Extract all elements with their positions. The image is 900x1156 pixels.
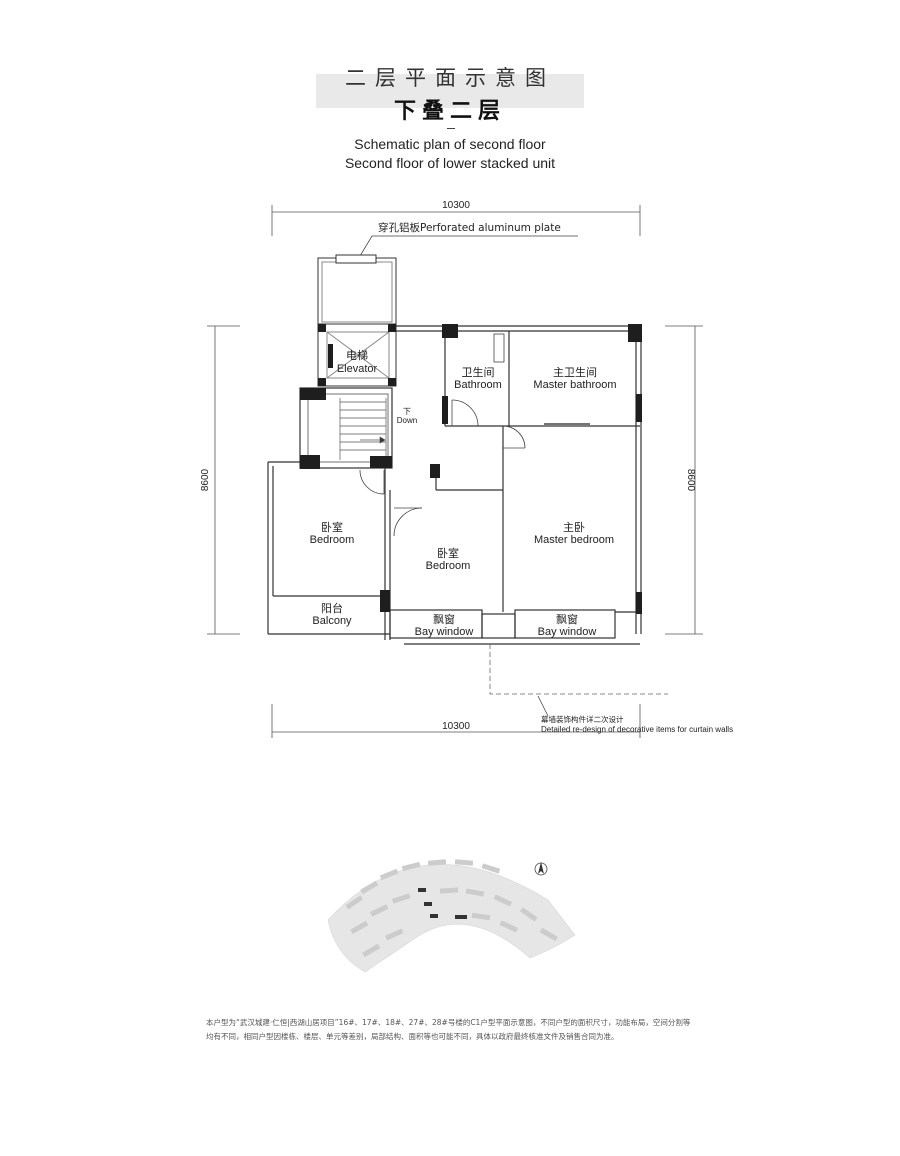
callout-perforated-plate-label: 穿孔铝板Perforated aluminum plate [378,221,561,234]
label-bay-window-right-cn: 飘窗 [556,612,578,626]
label-master-bathroom-cn: 主卫生间 [553,365,597,379]
callout-curtain-leader [537,695,549,717]
disclaimer: 本户型为“武汉城建·仁恒|西湖山居项目”16#、17#、18#、27#、28#号… [206,1016,726,1044]
disclaimer-line-2: 均有不同，相同户型因楼栋、楼层、单元等差别，局部结构、面积等也可能不同，具体以政… [206,1032,619,1041]
label-bedroom-left-en: Bedroom [310,534,355,546]
title-english-1: Schematic plan of second floor [354,136,546,152]
label-elevator-cn: 电梯 [346,349,368,362]
door-swings [359,333,590,537]
dimension-top-label: 10300 [442,200,470,211]
plan-walls [267,325,642,645]
title-background [316,74,584,108]
page-subtitle: 下叠二层 [393,99,506,124]
dimension-top [271,205,641,236]
dimension-bottom-label: 10300 [442,721,470,732]
dimension-left [207,325,240,635]
callout-curtain-en: Detailed re-design of decorative items f… [541,725,733,734]
label-bedroom-center-en: Bedroom [426,560,471,572]
callout-perforated-plate [359,235,578,257]
dimension-right-label: 8600 [685,469,696,492]
label-stair-en: Down [397,416,417,425]
label-bathroom-cn: 卫生间 [462,365,495,379]
dimension-right [665,325,703,635]
label-bay-window-left-en: Bay window [415,626,474,638]
label-balcony-en: Balcony [312,615,352,627]
label-bay-window-left-cn: 飘窗 [433,612,455,626]
site-key-plan [327,864,576,973]
stair-treads [339,398,387,460]
elevator-walls [318,324,396,386]
dimension-left-label: 8600 [200,468,211,491]
callout-curtain-cn: 幕墙装饰构件详二次设计 [541,714,624,724]
dimension-bottom [271,704,641,738]
north-arrow-icon [534,862,548,876]
label-elevator-en: Elevator [337,363,378,375]
label-bedroom-center-cn: 卧室 [437,546,459,560]
disclaimer-line-1: 本户型为“武汉城建·仁恒|西湖山居项目”16#、17#、18#、27#、28#号… [206,1018,691,1027]
label-master-bedroom-cn: 主卧 [563,521,585,534]
label-stair-cn: 下 [403,407,411,416]
label-balcony-cn: 阳台 [321,601,343,615]
label-master-bedroom-en: Master bedroom [534,534,614,546]
site-key-buildings [345,859,558,958]
title-dash [447,128,455,129]
elevator-shaft [317,254,397,387]
page-title: 二层平面示意图 [345,66,555,90]
site-key-highlight [418,888,467,919]
curtain-wall-outline [489,644,668,695]
label-bay-window-right-en: Bay window [538,626,597,638]
label-bathroom-en: Bathroom [454,379,502,391]
title-english-2: Second floor of lower stacked unit [344,155,556,171]
label-master-bathroom-en: Master bathroom [533,379,616,391]
structural-columns [300,324,642,614]
label-bedroom-left-cn: 卧室 [321,520,343,534]
